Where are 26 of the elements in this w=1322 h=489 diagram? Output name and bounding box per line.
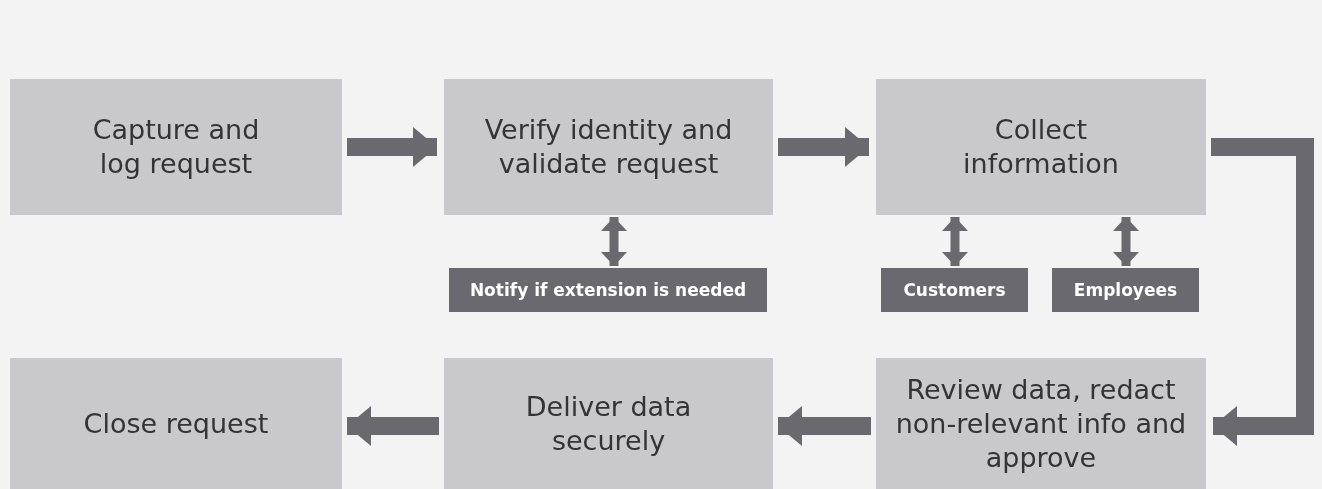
- double-arrow: [1113, 217, 1139, 266]
- double-arrow: [942, 217, 968, 266]
- step-label: Verify identity and validate request: [483, 113, 734, 181]
- process-box: [876, 358, 1206, 489]
- note-label: Notify if extension is needed: [469, 280, 747, 300]
- step-label: Capture and log request: [91, 113, 261, 181]
- double-arrow: [601, 217, 627, 266]
- block-arrow: [778, 406, 871, 446]
- note-box: [449, 268, 767, 312]
- process-box: [876, 79, 1206, 215]
- block-arrow: [347, 127, 437, 167]
- process-box: [444, 79, 773, 215]
- note-box: [881, 268, 1028, 312]
- note-label: Employees: [1073, 280, 1178, 300]
- step-label: Deliver data securely: [524, 389, 693, 458]
- step-label: Close request: [83, 406, 269, 441]
- block-arrow: [347, 406, 439, 446]
- step-label: Collect information: [962, 113, 1120, 181]
- note-label: Customers: [903, 280, 1006, 300]
- note-box: [1052, 268, 1199, 312]
- process-box: [10, 79, 342, 215]
- process-box: [444, 358, 773, 489]
- block-arrow: [778, 127, 869, 167]
- block-arrow: [1211, 138, 1314, 446]
- step-label: Review data, redact non-relevant info and approve: [894, 372, 1188, 475]
- process-box: [10, 358, 342, 489]
